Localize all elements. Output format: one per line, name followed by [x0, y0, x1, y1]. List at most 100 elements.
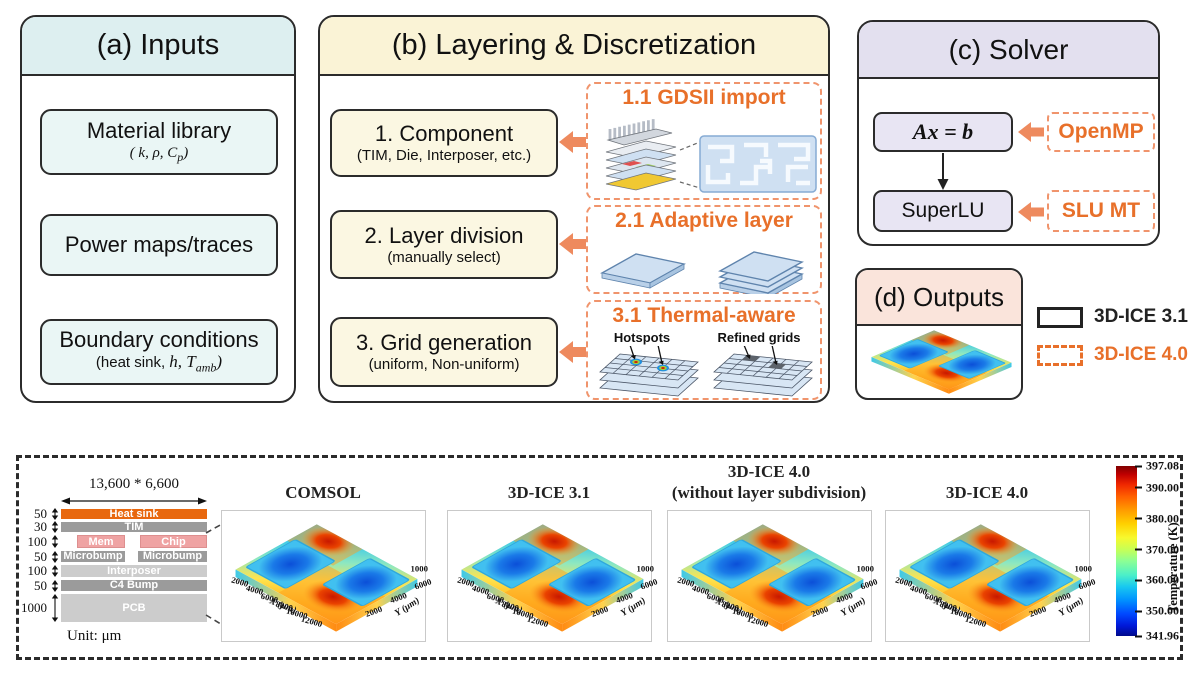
panel-inputs: (a) Inputs Material library ( k, ρ, Cp) …: [20, 15, 296, 403]
layer-thickness: 100: [27, 533, 48, 549]
layer-cell: Interposer: [61, 565, 207, 577]
colorbar: [1116, 466, 1137, 636]
svg-text:6000: 6000: [260, 591, 279, 605]
hotspots-label: Hotspots: [613, 330, 671, 345]
slumt-label: SLU MT: [1061, 199, 1141, 222]
adaptive-layer-icon: [600, 251, 804, 294]
left-arrow-icon: [559, 233, 586, 255]
dimension-arrow-icon: [61, 497, 207, 505]
layer-cell: TIM: [61, 522, 207, 533]
layer-thickness: 1000: [21, 600, 47, 615]
layer-thickness: 50: [34, 577, 47, 593]
step-component: 1. Component (TIM, Die, Interposer, etc.…: [330, 109, 558, 177]
layer-thickness: 50: [34, 548, 47, 564]
left-arrow-icon: [1018, 122, 1044, 142]
panel-layering-header: (b) Layering & Discretization: [320, 17, 828, 76]
feature-gdsii-title: 1.1 GDSII import: [622, 86, 786, 109]
svg-text:4000: 4000: [245, 583, 264, 597]
svg-text:2000: 2000: [230, 575, 249, 589]
boundary-conditions-params: (heat sink, h, Tamb): [95, 352, 223, 375]
svg-text:1000: 1000: [857, 563, 874, 573]
svg-text:4000: 4000: [691, 583, 710, 597]
svg-text:2000: 2000: [894, 575, 913, 589]
openmp-label: OpenMP: [1058, 120, 1144, 143]
panel-outputs-title: (d) Outputs: [873, 281, 1005, 312]
layer-cell: PCB: [61, 594, 207, 622]
legend-label-3dice40: 3D-ICE 4.0: [1094, 344, 1188, 365]
step-grid-generation: 3. Grid generation (uniform, Non-uniform…: [330, 317, 558, 387]
svg-text:6000: 6000: [706, 591, 725, 605]
layer-cell: C4 Bump: [61, 580, 207, 591]
svg-text:8000: 8000: [939, 599, 958, 613]
superlu-box: SuperLU: [873, 190, 1013, 232]
equation-text: Ax = b: [912, 119, 974, 144]
svg-text:2000: 2000: [676, 575, 695, 589]
input-material-library: Material library ( k, ρ, Cp): [40, 109, 278, 175]
output-thermal-map: [864, 328, 1016, 396]
equation-box: Ax = b: [873, 112, 1013, 152]
layer-cell: Microbump: [61, 551, 125, 562]
feature-adaptive-layer: 2.1 Adaptive layer: [586, 205, 822, 294]
thickness-arrow-icon: [51, 594, 59, 622]
power-maps-label: Power maps/traces: [64, 232, 254, 257]
left-arrow-icon: [559, 341, 586, 363]
material-library-params: ( k, ρ, Cp): [129, 145, 189, 164]
legend-dashed-swatch: [1037, 344, 1083, 366]
layer-cell: Mem: [77, 535, 125, 548]
colorbar-tick: 390.00: [1135, 480, 1179, 495]
thickness-arrow-icon: [51, 508, 59, 520]
svg-text:1000: 1000: [1075, 563, 1092, 573]
down-arrow-icon: [937, 153, 949, 190]
panel-solver: (c) Solver Ax = b SuperLU OpenMP SLU MT: [857, 20, 1160, 246]
colorbar-tick: 380.00: [1135, 511, 1179, 526]
stack-dimension-label: 13,600 * 6,600: [89, 476, 179, 492]
slumt-tag: SLU MT: [1047, 190, 1155, 232]
panel-layering: (b) Layering & Discretization 1. Compone…: [318, 15, 830, 403]
layer-thickness: 30: [34, 519, 47, 534]
material-library-label: Material library: [86, 118, 232, 143]
legend-item-3dice40: 3D-ICE 4.0: [1037, 344, 1188, 366]
svg-text:6000: 6000: [486, 591, 505, 605]
feature-adaptive-title: 2.1 Adaptive layer: [615, 209, 793, 232]
svg-text:4000: 4000: [471, 583, 490, 597]
svg-text:8000: 8000: [275, 599, 294, 613]
step-layer-division-sub: (manually select): [387, 248, 501, 266]
thermal-grid-icon: [599, 346, 813, 397]
openmp-tag: OpenMP: [1047, 112, 1155, 152]
legend-solid-swatch: [1037, 306, 1083, 328]
svg-text:2000: 2000: [456, 575, 475, 589]
plot-title: 3D-ICE 4.0: [945, 483, 1029, 502]
colorbar-tick: 370.00: [1135, 542, 1179, 557]
svg-text:8000: 8000: [501, 599, 520, 613]
step-layer-division-label: 2. Layer division: [364, 222, 524, 248]
colorbar-tick: 360.00: [1135, 573, 1179, 588]
thickness-arrow-icon: [51, 550, 59, 563]
layer-cell: Heat sink: [61, 509, 207, 520]
feature-thermal-aware: 3.1 Thermal-aware Hotspots Refined grids: [586, 300, 822, 400]
panel-inputs-header: (a) Inputs: [22, 17, 294, 76]
stack-unit-label: Unit: μm: [67, 628, 122, 644]
thickness-arrow-icon: [51, 565, 59, 577]
boundary-conditions-label: Boundary conditions: [59, 327, 259, 353]
gdsii-import-icon: [605, 119, 817, 193]
superlu-label: SuperLU: [901, 199, 985, 222]
input-boundary-conditions: Boundary conditions (heat sink, h, Tamb): [40, 319, 278, 385]
colorbar-tick: 341.96: [1135, 629, 1179, 644]
svg-text:4000: 4000: [909, 583, 928, 597]
panel-layering-title: (b) Layering & Discretization: [391, 29, 757, 61]
plot-title: COMSOL: [285, 483, 361, 502]
panel-inputs-title: (a) Inputs: [96, 29, 220, 61]
layer-cell: Chip: [140, 535, 207, 548]
svg-text:1000: 1000: [637, 563, 654, 573]
legend-label-3dice31: 3D-ICE 3.1: [1094, 306, 1188, 327]
colorbar-tick: 350.00: [1135, 604, 1179, 619]
colorbar-tick: 397.08: [1135, 459, 1179, 474]
step-grid-generation-sub: (uniform, Non-uniform): [368, 356, 520, 373]
step-component-label: 1. Component: [374, 121, 514, 146]
layer-thickness: 50: [34, 506, 47, 521]
refined-grids-label: Refined grids: [717, 330, 801, 345]
